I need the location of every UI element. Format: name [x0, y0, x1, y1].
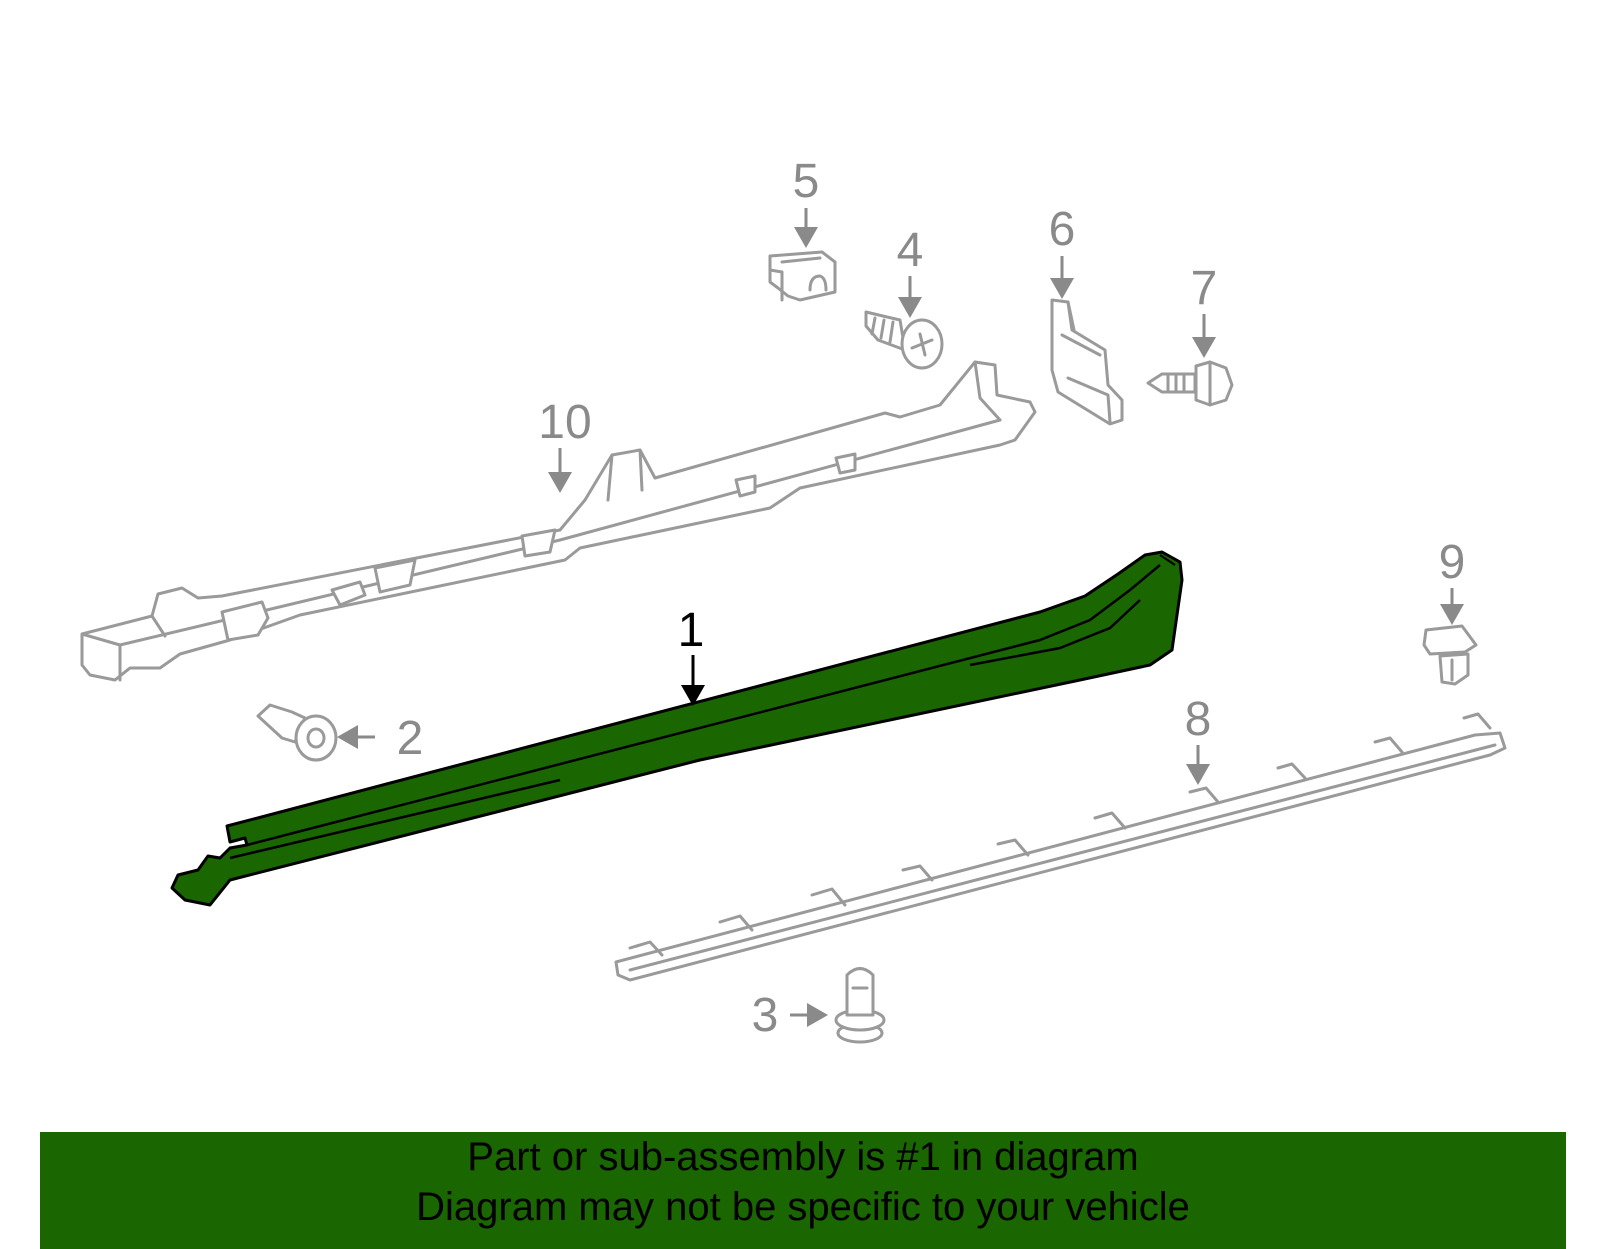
- banner-line-2: Diagram may not be specific to your vehi…: [416, 1185, 1190, 1229]
- disclaimer-banner: Part or sub-assembly is #1 in diagram Di…: [40, 1132, 1566, 1249]
- callout-5: 5: [793, 155, 820, 208]
- part-10-reinforcement[interactable]: [80, 360, 1037, 682]
- callout-6: 6: [1049, 203, 1076, 256]
- callout-7: 7: [1191, 262, 1218, 315]
- callout-9: 9: [1439, 536, 1466, 589]
- part-2-clip[interactable]: [256, 703, 338, 762]
- callout-4: 4: [897, 224, 924, 277]
- part-9-clip[interactable]: [1422, 624, 1478, 686]
- banner-line-1: Part or sub-assembly is #1 in diagram: [467, 1135, 1139, 1179]
- part-4-screw[interactable]: [864, 310, 944, 370]
- part-5-clip[interactable]: [768, 250, 837, 302]
- callout-2: 2: [397, 712, 424, 765]
- callout-8: 8: [1185, 693, 1212, 746]
- part-8-strip[interactable]: [614, 712, 1507, 982]
- callout-10: 10: [538, 396, 591, 449]
- part-7-bolt[interactable]: [1146, 360, 1234, 407]
- part-6-bracket[interactable]: [1050, 298, 1124, 426]
- part-1-rocker-molding[interactable]: [170, 550, 1184, 907]
- rocker-molding-body: [170, 550, 1184, 907]
- callout-1: 1: [678, 604, 705, 657]
- callout-3: 3: [752, 989, 779, 1042]
- part-3-push-clip[interactable]: [834, 967, 886, 1044]
